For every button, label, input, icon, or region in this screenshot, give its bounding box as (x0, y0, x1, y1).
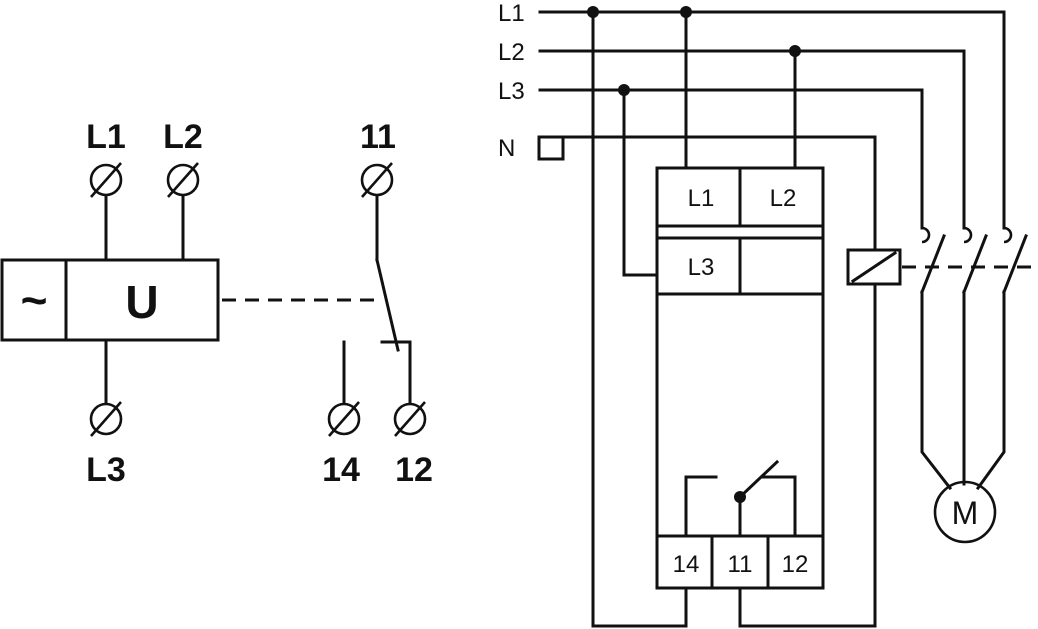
terminal-slash (167, 162, 199, 198)
coil-slash (850, 250, 898, 284)
terminal-11: 11 (360, 118, 400, 352)
contactor-pole-l3 (920, 226, 953, 491)
motor-lead-l3 (920, 290, 953, 491)
terminal-12: 12 (380, 340, 433, 489)
terminal-screw-icon (89, 402, 123, 436)
relay-terminal-11: 11 (728, 551, 753, 578)
left-schematic: L1 L2 ~ U L3 11 (0, 118, 433, 489)
bus-l2 (538, 49, 966, 230)
internal-contact-blade (737, 459, 780, 500)
wire-l1-to-14 (591, 10, 688, 628)
line-label-l3: L3 (498, 78, 525, 105)
contact-hook-icon (1003, 226, 1013, 244)
contact-hook-icon (963, 226, 973, 244)
terminal-l2: L2 (163, 118, 203, 262)
relay-block (0, 258, 220, 342)
bus-l3 (538, 88, 924, 230)
voltage-function-symbol: U (125, 276, 158, 328)
terminal-label-11: 11 (360, 118, 396, 156)
changeover-contact (375, 258, 400, 352)
terminal-label-14: 14 (322, 451, 360, 489)
relay-terminal-l2: L2 (770, 185, 797, 212)
contact-blade (1002, 234, 1028, 294)
terminal-screw-icon (393, 402, 427, 436)
terminal-label-12: 12 (395, 451, 433, 489)
contact-pivot-dot (734, 491, 746, 503)
bus-l1 (538, 10, 1006, 230)
contact-hook-icon (921, 226, 931, 244)
ac-supply-symbol: ~ (21, 274, 48, 326)
wire-l3-to-relay (622, 88, 659, 277)
neutral-terminal (537, 135, 565, 161)
internal-contact-14 (684, 475, 718, 538)
internal-contact-12 (761, 475, 797, 538)
line-label-l2: L2 (498, 39, 525, 66)
terminal-label-l3: L3 (86, 451, 126, 489)
terminal-l3: L3 (86, 338, 126, 489)
motor-label: M (952, 495, 979, 531)
relay-terminal-l3: L3 (688, 254, 715, 281)
motor-lead-l1 (975, 290, 1006, 491)
relay-terminal-12: 12 (782, 551, 809, 578)
contactor-pole-l1 (975, 226, 1028, 491)
terminal-slash (90, 401, 122, 437)
line-label-n: N (498, 135, 515, 162)
terminal-screw-icon (327, 402, 361, 436)
terminal-l1: L1 (86, 118, 126, 262)
terminal-slash (90, 162, 122, 198)
line-label-l1: L1 (498, 0, 525, 27)
wire-12 (380, 340, 412, 405)
terminal-14: 14 (322, 340, 361, 489)
motor-icon (933, 480, 997, 544)
terminal-label-l2: L2 (163, 118, 203, 156)
terminal-slash (394, 401, 426, 437)
relay-terminal-14: 14 (673, 551, 700, 578)
bus-n (561, 135, 877, 628)
contact-blade (962, 234, 988, 294)
terminal-label-l1: L1 (86, 118, 126, 156)
relay-terminal-l1: L1 (688, 185, 715, 212)
terminal-slash (328, 401, 360, 437)
terminal-slash (361, 162, 393, 198)
contact-blade (920, 234, 946, 294)
right-wiring: L1 L2 L3 N L1 L2 L3 (498, 0, 1036, 628)
contactor-pole-l2 (962, 226, 988, 486)
